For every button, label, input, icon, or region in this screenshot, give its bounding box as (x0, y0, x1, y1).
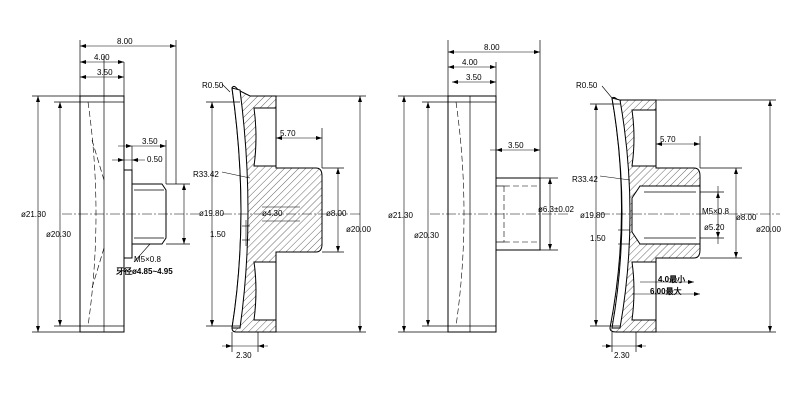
v3-dim-d21-30: ø21.30 (388, 211, 413, 220)
v4-r3342: R33.42 (572, 175, 598, 184)
v4-inner-recess-top (631, 109, 657, 167)
v1-dim-8-00: 8.00 (117, 37, 133, 46)
v4-dim-d20-00: ø20.00 (756, 225, 781, 234)
v1-minor-diameter-callout: 牙径ø4.85~4.95 (116, 266, 173, 276)
v2-front-curve (231, 87, 249, 329)
v1-hidden-curve-2 (91, 139, 105, 289)
v4-bore (631, 185, 701, 245)
v2-dim-5-70: 5.70 (280, 129, 296, 138)
v1-dim-4-00: 4.00 (94, 53, 110, 62)
v2-inner-recess-top (253, 107, 277, 167)
view-2-section: R0.50 R33.42 5.70 ø19.80 ø4.30 1.50 ø8.0… (193, 81, 371, 360)
view-1-side: 8.00 4.00 3.50 3.50 0.50 ø21.30 ø20.30 M… (21, 37, 200, 333)
v1-thread-callout: M5×0.8 (134, 255, 161, 264)
v4-dim-1-50: 1.50 (590, 234, 606, 243)
v2-r3342: R33.42 (193, 170, 219, 179)
v2-dim-d8-00: ø8.00 (326, 209, 347, 218)
view-4-section: R0.50 R33.42 5.70 ø19.80 1.50 M5×0.8 ø5.… (572, 81, 781, 360)
view-3-side: 8.00 4.00 3.50 3.50 ø21.30 ø20.30 ø6.3±0… (388, 40, 575, 333)
v4-dim-d5-20: ø5.20 (704, 223, 725, 232)
v3-dim-8-00: 8.00 (484, 43, 500, 52)
v1-dim-3-50-right: 3.50 (142, 137, 158, 146)
v1-dim-d21-30: ø21.30 (21, 210, 46, 219)
v4-max-depth: 6.00最大 (650, 286, 682, 296)
v2-dim-2-30: 2.30 (236, 351, 252, 360)
v2-dim-1-50: 1.50 (210, 230, 226, 239)
v2-dim-d20-00: ø20.00 (346, 225, 371, 234)
v4-r050: R0.50 (576, 81, 598, 90)
v2-inner-recess-bottom (253, 261, 277, 321)
v4-inner-recess-bottom (631, 261, 657, 321)
v2-dim-d4-30: ø4.30 (262, 209, 283, 218)
v4-dim-d8-00: ø8.00 (736, 213, 757, 222)
v3-dim-4-00: 4.00 (462, 58, 478, 67)
v1-dim-0-50: 0.50 (147, 155, 163, 164)
v2-r050: R0.50 (202, 81, 224, 90)
v1-dim-3-50-top: 3.50 (97, 68, 113, 77)
v4-dim-2-30: 2.30 (614, 351, 630, 360)
v4-front-curve (611, 97, 631, 329)
v4-min-depth: 4.0最小 (658, 274, 685, 284)
v3-dim-3-50-top: 3.50 (466, 73, 482, 82)
v4-thread-callout: M5×0.8 (702, 207, 729, 216)
v4-dim-d19-80: ø19.80 (580, 211, 605, 220)
v4-dim-5-70: 5.70 (660, 135, 676, 144)
v1-dim-d20-30: ø20.30 (46, 230, 71, 239)
v3-dim-3-50-right: 3.50 (508, 141, 524, 150)
v3-dim-d20-30: ø20.30 (414, 231, 439, 240)
v2-dim-d19-80: ø19.80 (199, 209, 224, 218)
v3-dim-d6-3: ø6.3±0.02 (538, 205, 575, 214)
